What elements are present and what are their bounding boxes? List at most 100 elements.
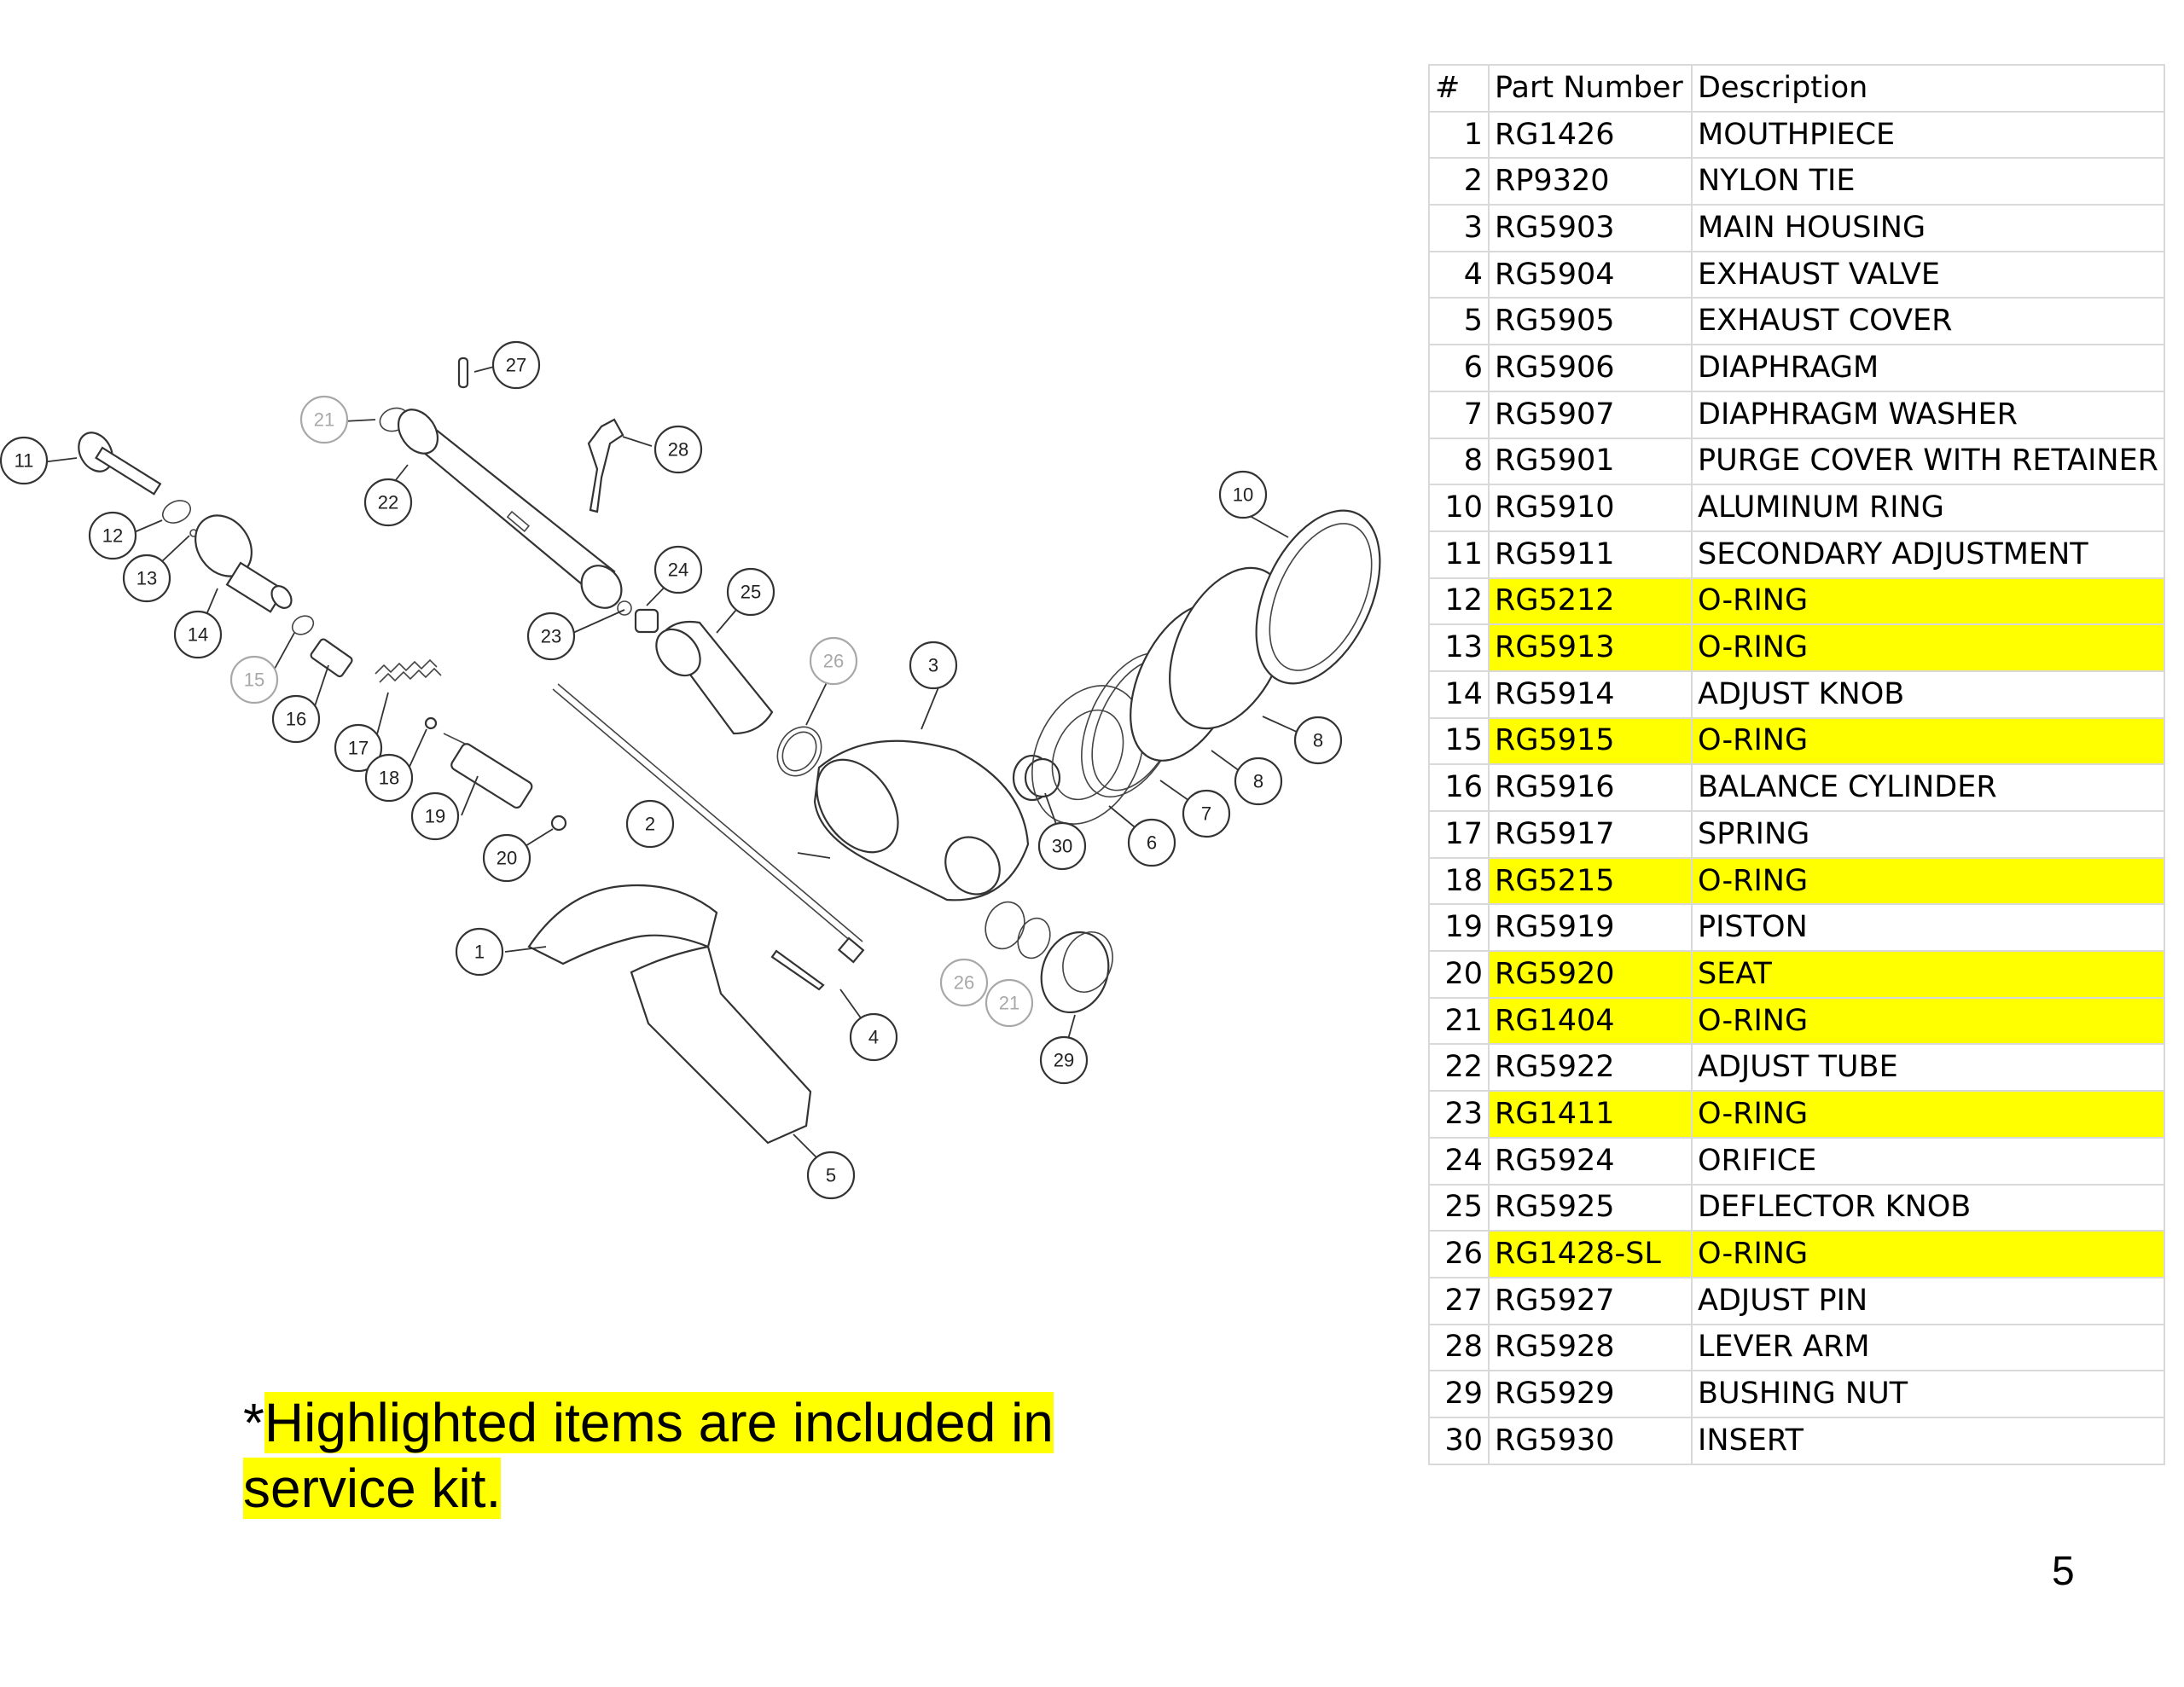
cell-description: SECONDARY ADJUSTMENT [1690, 530, 2166, 579]
svg-text:11: 11 [15, 450, 34, 472]
cell-number: 30 [1428, 1416, 1490, 1465]
svg-text:7: 7 [1201, 803, 1211, 825]
cell-number: 4 [1428, 250, 1490, 299]
cell-number: 8 [1428, 437, 1490, 486]
cell-description: DEFLECTOR KNOB [1690, 1183, 2166, 1232]
cell-description: DIAPHRAGM WASHER [1690, 390, 2166, 439]
part-1-drawing [527, 884, 718, 965]
part-10-drawing [1255, 509, 1381, 685]
part-6-drawing [1031, 685, 1144, 825]
part-5-drawing [630, 945, 812, 1145]
cell-description: EXHAUST VALVE [1690, 250, 2166, 299]
cell-part-number: RG5915 [1488, 716, 1693, 766]
callout-11: 11 [0, 436, 49, 485]
note-asterisk: * [243, 1392, 264, 1453]
cell-part-number: RG1404 [1488, 996, 1693, 1046]
exploded-parts-diagram: 1 2 3 4 5 6 7 8 8 10 11 12 13 14 15 16 1… [0, 340, 1381, 1200]
callout-12: 12 [88, 511, 137, 560]
callout-25: 25 [726, 567, 775, 617]
callout-23: 23 [526, 612, 576, 661]
svg-text:14: 14 [188, 624, 208, 646]
cell-part-number: RG1411 [1488, 1090, 1693, 1139]
svg-text:30: 30 [1052, 836, 1072, 857]
cell-number: 12 [1428, 577, 1490, 626]
cell-part-number: RG5914 [1488, 670, 1693, 719]
cell-number: 24 [1428, 1136, 1490, 1186]
callout-10: 10 [1218, 470, 1268, 519]
cell-part-number: RG5215 [1488, 856, 1693, 906]
part-2-drawing [552, 683, 865, 964]
cell-part-number: RG5911 [1488, 530, 1693, 579]
callout-6: 6 [1127, 818, 1176, 867]
part-25-drawing [655, 620, 774, 735]
callout-21-bottom: 21 [985, 978, 1034, 1028]
part-11-drawing [78, 432, 162, 496]
cell-number: 5 [1428, 297, 1490, 346]
cell-part-number: RG5922 [1488, 1043, 1693, 1093]
cell-description: O-RING [1690, 856, 2166, 906]
callout-22: 22 [363, 478, 413, 527]
callout-20: 20 [482, 833, 531, 883]
svg-text:20: 20 [497, 848, 517, 869]
svg-text:10: 10 [1233, 484, 1253, 506]
svg-text:2: 2 [645, 814, 655, 835]
cell-number: 26 [1428, 1230, 1490, 1278]
callout-21-top: 21 [299, 395, 349, 444]
page-number: 5 [2052, 1549, 2075, 1594]
part-12-drawing [161, 500, 192, 524]
cell-number: 10 [1428, 484, 1490, 532]
note-line-1: Highlighted items are included in [264, 1392, 1054, 1453]
cell-part-number: RG5906 [1488, 344, 1693, 392]
svg-text:13: 13 [136, 568, 157, 589]
cell-description: O-RING [1690, 996, 2166, 1046]
callout-24: 24 [653, 545, 703, 594]
cell-part-number: RG5916 [1488, 763, 1693, 812]
cell-part-number: RG5927 [1488, 1276, 1693, 1325]
cell-number: 7 [1428, 390, 1490, 439]
cell-description: SEAT [1690, 950, 2166, 999]
part-20-drawing [550, 815, 567, 832]
cell-part-number: RG5910 [1488, 484, 1693, 532]
svg-text:23: 23 [541, 626, 561, 647]
part-29-drawing [1040, 930, 1113, 1014]
svg-text:28: 28 [668, 439, 688, 461]
callout-15: 15 [229, 655, 279, 704]
callout-16: 16 [271, 694, 321, 744]
part-drawings [78, 357, 1381, 1145]
part-8-drawing [1130, 566, 1288, 762]
cell-description: MOUTHPIECE [1690, 110, 2166, 159]
callout-14: 14 [173, 610, 223, 659]
cell-number: 28 [1428, 1323, 1490, 1372]
cell-part-number: RG5925 [1488, 1183, 1693, 1232]
cell-description: MAIN HOUSING [1690, 204, 2166, 252]
cell-part-number: RP9320 [1488, 157, 1693, 206]
cell-number: 19 [1428, 903, 1490, 953]
cell-part-number: RG5901 [1488, 437, 1693, 486]
cell-number: 23 [1428, 1090, 1490, 1139]
cell-number: 11 [1428, 530, 1490, 579]
cell-description: EXHAUST COVER [1690, 297, 2166, 346]
callout-26-bottom: 26 [939, 958, 989, 1007]
part-30-drawing [1024, 757, 1061, 798]
cell-number: 27 [1428, 1276, 1490, 1325]
svg-text:16: 16 [286, 709, 306, 730]
cell-number: 29 [1428, 1370, 1490, 1418]
svg-text:24: 24 [668, 559, 688, 581]
cell-description: ADJUST KNOB [1690, 670, 2166, 719]
svg-text:8: 8 [1313, 730, 1323, 751]
part-3-drawing [813, 739, 1053, 901]
callout-27: 27 [491, 340, 541, 390]
callout-4: 4 [849, 1012, 898, 1062]
